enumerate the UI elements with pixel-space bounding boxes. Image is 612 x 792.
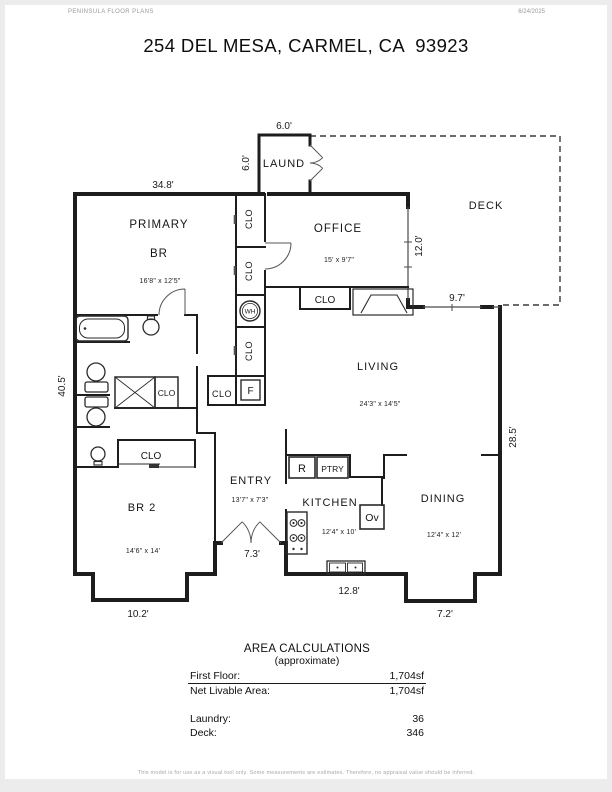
kitchen-sink <box>326 560 366 575</box>
room-label-deck: DECK <box>469 200 504 212</box>
room-dims-primary: 16'8" x 12'5" <box>140 278 181 285</box>
room-label-laundry: LAUND <box>263 158 305 170</box>
hall-closet-box <box>154 376 179 409</box>
entry-door-right <box>250 521 282 544</box>
area-row-label: Deck: <box>190 727 217 739</box>
br2-sink <box>90 446 106 466</box>
page-title: 254 DEL MESA, CARMEL, CA 93923 <box>143 35 469 56</box>
area-row-label: Laundry: <box>190 713 231 725</box>
dim-living-top: 9.7' <box>449 293 465 304</box>
brand-text: PENINSULA FLOOR PLANS <box>68 9 154 15</box>
room-dims-living: 24'3" x 14'5" <box>360 401 401 408</box>
room-dims-entry: 13'7" x 7'3" <box>232 497 269 504</box>
shower <box>114 376 156 409</box>
dim-entry-bottom: 7.3' <box>244 549 260 560</box>
dim-kitchen-bottom: 12.8' <box>338 586 359 597</box>
dim-laundry-top: 6.0' <box>276 121 292 132</box>
area-row-value: 1,704sf <box>389 670 424 682</box>
room-dims-dining: 12'4" x 12' <box>427 532 461 539</box>
room-label-kitchen: KITCHEN <box>302 497 357 509</box>
closet-label-3: CLO <box>244 341 254 361</box>
oven-box <box>359 504 385 530</box>
laundry-door-bottom <box>309 162 324 182</box>
bath-sink <box>142 315 160 336</box>
room-dims-br2: 14'6" x 14' <box>126 548 160 555</box>
room-label-br2: BR 2 <box>128 502 156 514</box>
area-calculations: AREA CALCULATIONS (approximate) First Fl… <box>188 643 426 740</box>
area-row-value: 36 <box>412 713 424 725</box>
area-row-laundry: Laundry: 36 <box>188 712 426 726</box>
room-dims-kitchen: 12'4" x 10' <box>322 529 356 536</box>
dim-main-top: 34.8' <box>152 180 173 191</box>
room-dims-office: 15' x 9'7" <box>324 257 354 264</box>
dim-br2-bottom: 10.2' <box>127 609 148 620</box>
furnace-label: F <box>247 386 253 397</box>
furnace-box <box>240 379 261 401</box>
dim-laundry-side: 6.0' <box>241 155 252 171</box>
dim-office-side: 12.0' <box>414 235 425 256</box>
closet-door-ticks <box>233 215 236 355</box>
pantry-label: PTRY <box>321 464 344 474</box>
bathtub <box>75 315 129 342</box>
door-swings <box>158 144 324 544</box>
area-row-first-floor: First Floor: 1,704sf <box>188 669 426 684</box>
stove <box>286 511 308 555</box>
room-label-living: LIVING <box>357 361 399 373</box>
room-label-dining: DINING <box>421 493 466 505</box>
pantry-box <box>316 456 349 479</box>
room-label-office: OFFICE <box>314 223 362 235</box>
closet-label-1: CLO <box>244 209 254 229</box>
entry-door-left <box>220 521 252 544</box>
water-heater <box>239 300 261 322</box>
laundry-door-top <box>309 144 324 164</box>
area-title: AREA CALCULATIONS <box>243 643 371 655</box>
area-row-label: Net Livable Area: <box>190 685 270 697</box>
room-label-primary-br: BR <box>150 248 168 260</box>
laundry-walls <box>257 133 312 196</box>
deck-outline <box>310 135 561 306</box>
room-label-entry: ENTRY <box>230 475 272 487</box>
toilet <box>84 362 109 393</box>
area-row-deck: Deck: 346 <box>188 726 426 740</box>
date-text: 6/24/2025 <box>518 9 545 15</box>
area-row-value: 346 <box>406 727 424 739</box>
dim-left-side: 40.5' <box>57 375 68 396</box>
office-door <box>264 242 292 270</box>
br2-closet-slider <box>118 463 195 468</box>
bidet <box>84 396 109 427</box>
dim-right-side: 28.5' <box>508 426 519 447</box>
interior-walls <box>74 193 501 546</box>
refrigerator-label: R <box>298 463 306 475</box>
disclaimer-text: This model is for use as a visual tool o… <box>137 770 475 776</box>
window-walls <box>404 207 500 311</box>
water-heater-label: WH <box>245 309 256 316</box>
primary-door <box>158 288 186 316</box>
closet-label-br2: CLO <box>141 451 162 462</box>
area-subtitle: (approximate) <box>274 655 340 667</box>
room-label-primary: PRIMARY <box>129 219 188 231</box>
refrigerator-box <box>288 456 316 479</box>
area-row-value: 1,704sf <box>389 685 424 697</box>
floor-plan-svg: LAUND DECK PRIMARY BR 16'8" x 12'5" OFFI… <box>57 121 561 620</box>
dim-dining-bottom: 7.2' <box>437 609 453 620</box>
closet-label-2: CLO <box>244 261 254 281</box>
area-row-label: First Floor: <box>190 670 241 682</box>
oven-label: Ov <box>365 512 379 524</box>
area-row-net-livable: Net Livable Area: 1,704sf <box>188 684 426 698</box>
fireplace <box>352 288 414 316</box>
closet-label-bath: CLO <box>158 388 176 398</box>
closet-label-office: CLO <box>315 295 336 306</box>
closet-label-hall: CLO <box>212 389 232 399</box>
